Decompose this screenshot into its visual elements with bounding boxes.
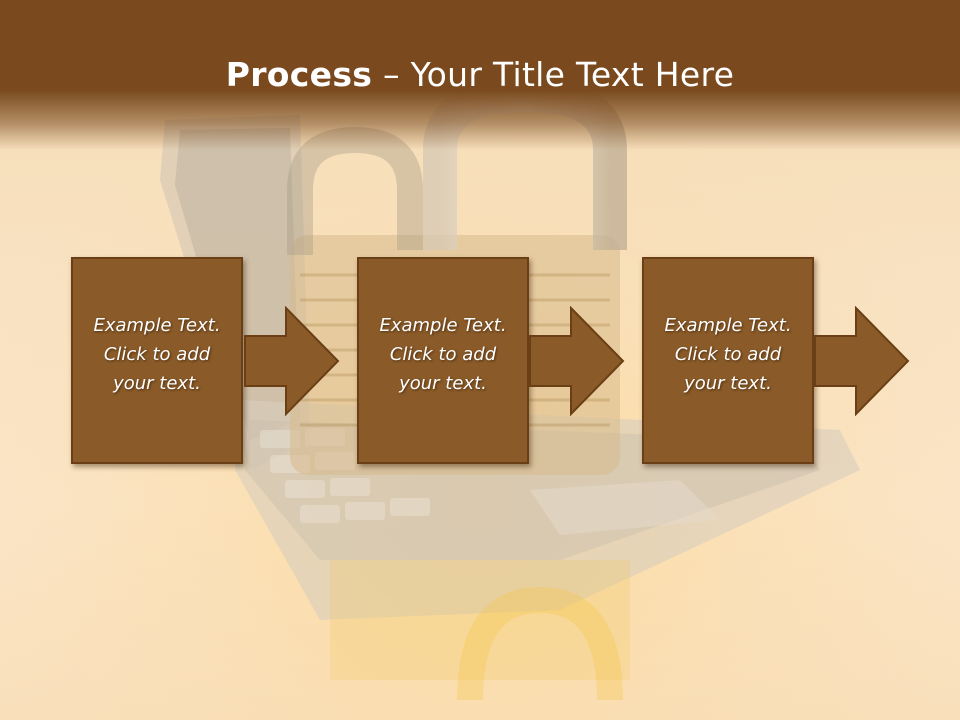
slide-title[interactable]: Process – Your Title Text Here: [0, 52, 960, 98]
step-2-text[interactable]: Example Text. Click to add your text.: [367, 311, 519, 398]
step-3-line-2: Click to add: [674, 344, 782, 365]
step-1-line-3: your text.: [113, 373, 201, 394]
step-1-text[interactable]: Example Text. Click to add your text.: [81, 311, 233, 398]
step-1-line-2: Click to add: [103, 344, 211, 365]
process-step-3[interactable]: Example Text. Click to add your text.: [642, 257, 814, 464]
right-arrow-icon: [529, 306, 625, 416]
title-rest: – Your Title Text Here: [372, 55, 735, 94]
step-3-line-3: your text.: [684, 373, 772, 394]
step-3-line-1: Example Text.: [664, 315, 792, 336]
step-2-line-3: your text.: [399, 373, 487, 394]
step-1-line-1: Example Text.: [93, 315, 221, 336]
title-band: [0, 0, 960, 150]
step-2-line-2: Click to add: [389, 344, 497, 365]
step-2-line-1: Example Text.: [379, 315, 507, 336]
title-bold: Process: [225, 55, 373, 94]
right-arrow-icon: [244, 306, 340, 416]
step-3-text[interactable]: Example Text. Click to add your text.: [652, 311, 804, 398]
process-step-1[interactable]: Example Text. Click to add your text.: [71, 257, 243, 464]
process-step-2[interactable]: Example Text. Click to add your text.: [357, 257, 529, 464]
right-arrow-icon: [814, 306, 910, 416]
